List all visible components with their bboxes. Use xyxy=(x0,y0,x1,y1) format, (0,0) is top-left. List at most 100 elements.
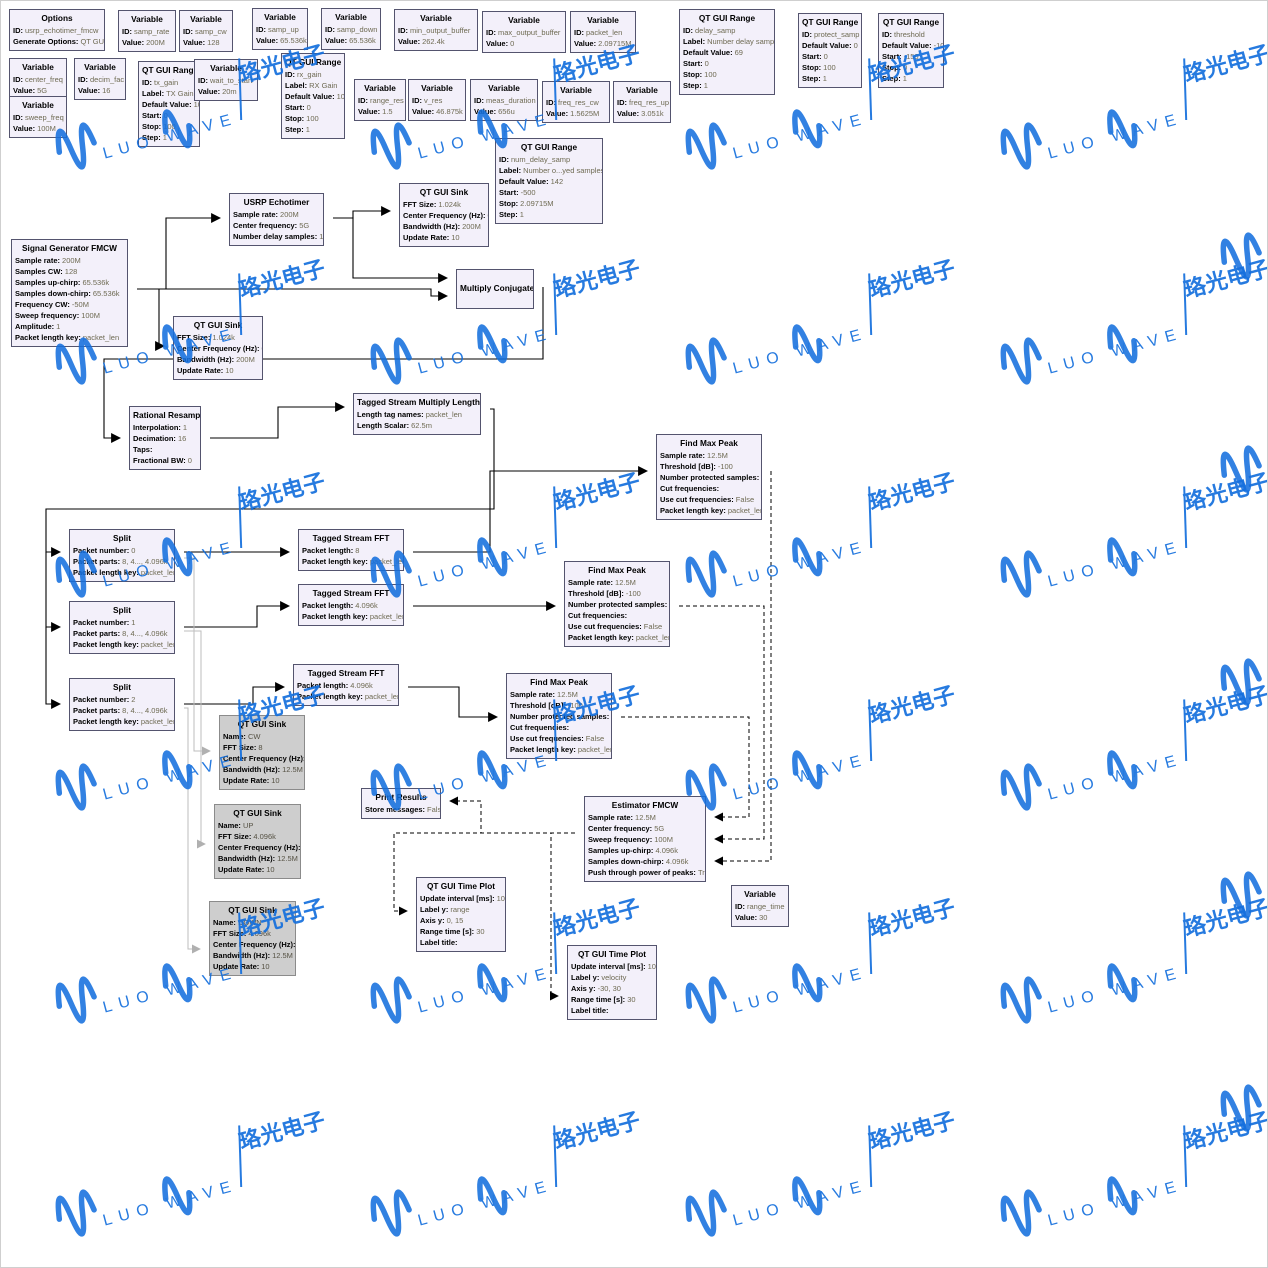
find-max-peak-3-input-port[interactable] xyxy=(506,711,507,725)
tagged-stream-fft-down-input-port[interactable] xyxy=(293,681,294,695)
tagged-stream-fft-down-output-port[interactable] xyxy=(398,681,399,695)
split-0-input-port[interactable] xyxy=(69,546,70,560)
connection-wire[interactable] xyxy=(137,213,221,290)
connection-wire[interactable] xyxy=(413,466,648,553)
find-max-peak-1-output-port[interactable] xyxy=(761,467,762,477)
multiply-conjugate-input-port[interactable] xyxy=(456,272,457,286)
connection-wire[interactable] xyxy=(184,601,290,628)
rational-resampler-output-port[interactable] xyxy=(200,432,201,446)
estimator-fmcw-input-port[interactable] xyxy=(584,829,585,839)
tagged-stream-multiply-length-tag-input-port[interactable] xyxy=(353,401,354,415)
qt-gui-sink-cw-input-port[interactable] xyxy=(219,745,220,759)
qt-gui-sink-rx-input-port[interactable] xyxy=(173,340,174,354)
connection-wire[interactable] xyxy=(103,287,544,443)
qt-gui-sink-tx-input-port[interactable] xyxy=(399,205,400,219)
connection-wire[interactable] xyxy=(333,217,448,283)
connection-wire[interactable] xyxy=(137,288,165,351)
connection-wire[interactable] xyxy=(408,686,498,722)
connection-wire[interactable] xyxy=(137,288,448,301)
find-max-peak-3-output-port[interactable] xyxy=(611,713,612,723)
connection-wire[interactable] xyxy=(393,832,575,916)
find-max-peak-2-input-port[interactable] xyxy=(564,600,565,614)
signal-generator-fmcw-output-port[interactable] xyxy=(127,283,128,297)
tagged-stream-fft-cw-output-port[interactable] xyxy=(403,546,404,560)
qt-gui-sink-down-input-port[interactable] xyxy=(209,943,210,957)
connection-wire[interactable] xyxy=(45,408,495,557)
estimator-fmcw-output-port[interactable] xyxy=(705,857,706,867)
tagged-stream-fft-cw-input-port[interactable] xyxy=(298,546,299,560)
qt-gui-sink-up-input-port[interactable] xyxy=(214,838,215,852)
print-results-output-port[interactable] xyxy=(440,797,441,807)
connection-wire[interactable] xyxy=(184,707,201,954)
tagged-stream-fft-up-output-port[interactable] xyxy=(403,600,404,614)
connection-wire[interactable] xyxy=(449,796,575,834)
connection-wire[interactable] xyxy=(210,402,345,439)
connection-wire[interactable] xyxy=(45,627,61,709)
split-2-input-port[interactable] xyxy=(69,698,70,712)
split-1-input-port[interactable] xyxy=(69,621,70,635)
usrp-echotimer-input-port[interactable] xyxy=(229,212,230,226)
connection-wire[interactable] xyxy=(333,206,391,219)
split-1-output-port[interactable] xyxy=(174,621,175,635)
connection-wire[interactable] xyxy=(549,832,575,1001)
connection-wire[interactable] xyxy=(184,682,285,705)
rational-resampler-input-port[interactable] xyxy=(129,432,130,446)
find-max-peak-1-input-port[interactable] xyxy=(656,465,657,479)
connection-wire[interactable] xyxy=(621,716,750,822)
usrp-echotimer-output-port[interactable] xyxy=(323,212,324,226)
split-2-output-port[interactable] xyxy=(174,698,175,712)
tagged-stream-multiply-length-tag-input-port[interactable] xyxy=(353,418,354,428)
estimator-fmcw-output-port[interactable] xyxy=(705,835,706,845)
block-rational-resampler[interactable]: Rational ResamplerInterpolation:1Decimat… xyxy=(129,406,201,470)
qt-gui-time-plot-range-input-port[interactable] xyxy=(416,907,417,917)
tagged-stream-fft-up-input-port[interactable] xyxy=(298,600,299,614)
block-multiply-conjugate[interactable]: Multiply Conjugate xyxy=(456,269,534,309)
connection-wire[interactable] xyxy=(679,605,765,844)
qt-gui-time-plot-velocity-input-port[interactable] xyxy=(567,992,568,1002)
estimator-fmcw-output-port[interactable] xyxy=(705,813,706,823)
connection-wire[interactable] xyxy=(45,552,61,632)
find-max-peak-2-output-port[interactable] xyxy=(669,602,670,612)
multiply-conjugate-input-port[interactable] xyxy=(456,290,457,304)
